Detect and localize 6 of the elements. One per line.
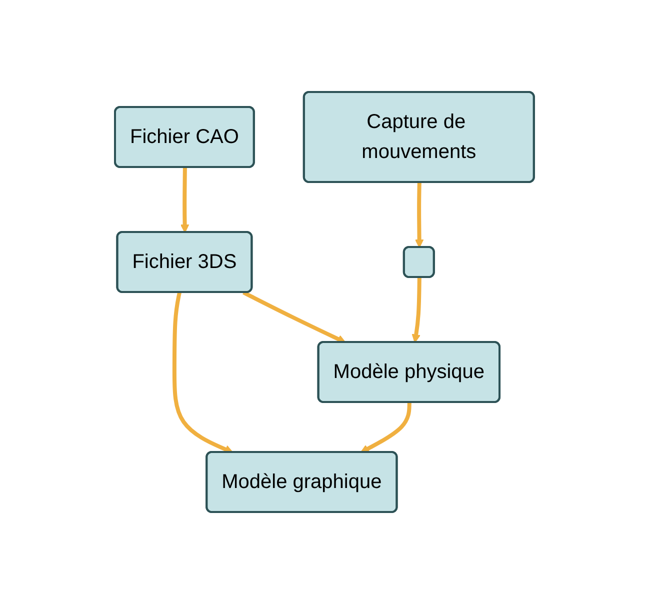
arrow	[242, 290, 346, 343]
arrow	[180, 166, 190, 232]
arrow	[412, 276, 422, 342]
arrow	[414, 182, 424, 248]
arrow	[360, 402, 412, 452]
arrow	[172, 292, 234, 453]
